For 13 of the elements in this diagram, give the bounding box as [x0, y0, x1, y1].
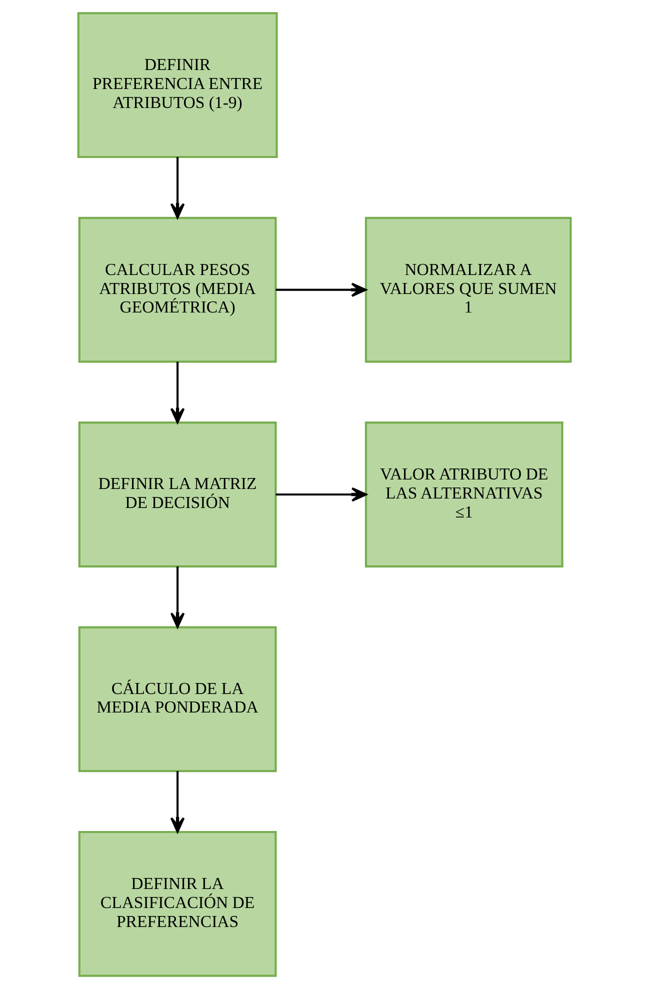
- arrow: [170, 156, 185, 218]
- node-box: CÁLCULO DE LA MEDIA PONDERADA: [78, 626, 277, 772]
- node-box: CALCULAR PESOS ATRIBUTOS (MEDIA GEOMÉTRICA): [78, 216, 277, 362]
- arrow: [170, 361, 185, 423]
- arrow: [170, 770, 185, 832]
- node-box: DEFINIR LA CLASIFICACIÓN DE PREFERENCIAS: [78, 830, 277, 976]
- arrow: [276, 486, 367, 502]
- node-box: DEFINIR PREFERENCIA ENTRE ATRIBUTOS (1-9): [77, 12, 278, 158]
- arrow: [276, 282, 367, 296]
- node-box: NORMALIZAR A VALORES QUE SUMEN 1: [364, 216, 572, 362]
- node-box: DEFINIR LA MATRIZ DE DECISIÓN: [78, 421, 277, 567]
- arrow: [170, 566, 185, 628]
- node-box: VALOR ATRIBUTO DE LAS ALTERNATIVAS ≤1: [364, 421, 564, 567]
